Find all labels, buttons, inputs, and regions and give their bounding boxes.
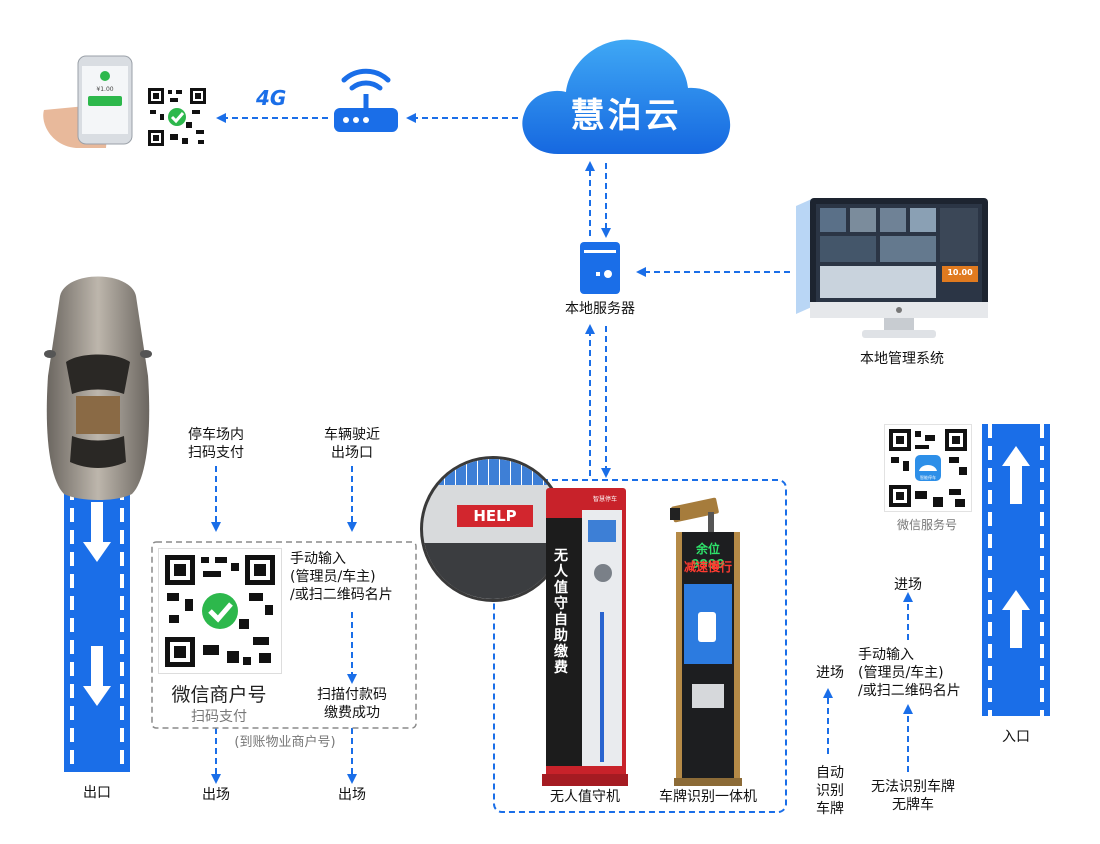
exit-manual-input-label: 手动输入 (管理员/车主) /或扫二维码名片 xyxy=(290,551,393,603)
qr-code-icon xyxy=(146,86,208,148)
camera-icon xyxy=(670,497,719,532)
monitor-icon xyxy=(796,198,988,338)
qr-code-icon xyxy=(889,429,967,507)
entrance-label: 入口 xyxy=(1002,729,1030,745)
exit-label: 出口 xyxy=(83,785,111,801)
flow-near-exit-label: 车辆驶近 出场口 xyxy=(324,427,380,461)
cloud: 慧泊云 xyxy=(518,30,734,158)
entrance-road xyxy=(982,424,1050,716)
server-icon xyxy=(580,242,620,294)
top-qr-code xyxy=(146,86,208,148)
wechat-qr-caption: 微信服务号 xyxy=(896,518,957,532)
car-top-view-icon xyxy=(44,276,152,500)
up-arrow-icons xyxy=(1002,446,1030,648)
kiosk-black-panel xyxy=(546,518,582,766)
cloud-label: 慧泊云 xyxy=(570,96,682,136)
mgmt-label: 本地管理系统 xyxy=(860,351,944,367)
server-label: 本地服务器 xyxy=(565,301,635,317)
unattended-kiosk: 智慧停车 无人值守 自助缴费 xyxy=(542,488,628,788)
local-server xyxy=(578,240,622,296)
exit-road xyxy=(64,486,130,772)
router-icon xyxy=(334,68,398,132)
lane-line-left xyxy=(70,486,74,772)
car xyxy=(36,266,160,502)
flow-in-lot-label: 停车场内 扫码支付 xyxy=(188,427,244,461)
hand-phone-icon xyxy=(43,55,133,148)
help-label: HELP xyxy=(457,505,533,527)
lpr-led-2: 减速慢行 xyxy=(683,560,732,574)
down-arrow-icons xyxy=(83,502,111,706)
monitor-price: 10.00 xyxy=(947,268,973,277)
kiosk-blue-strip xyxy=(600,612,604,762)
lpr-unit: 余位9999 减速慢行 xyxy=(668,488,748,788)
lpr-base xyxy=(674,778,742,786)
lpr-phone-graphic xyxy=(698,612,716,642)
auto-recognize-label: 自动 识别 车牌 xyxy=(816,765,844,817)
lane-line-right xyxy=(1040,424,1044,716)
lane-line-right xyxy=(120,486,124,772)
lpr-label: 车牌识别一体机 xyxy=(659,789,757,805)
phone-in-hand: ¥1.00 xyxy=(36,50,136,150)
wechat-service-qr: 智能停车 xyxy=(884,424,972,512)
exit-out-label-1: 出场 xyxy=(202,787,230,803)
kiosk-base xyxy=(542,774,628,786)
kiosk-brand: 智慧停车 xyxy=(592,496,617,503)
management-monitor: 10.00 xyxy=(792,196,992,344)
entrance-manual-input-label: 手动输入 (管理员/车主) /或扫二维码名片 xyxy=(858,647,961,699)
lane-line-left xyxy=(988,424,992,716)
qr-caption: 微信商户号 xyxy=(171,684,267,706)
kiosk-label: 无人值守机 xyxy=(550,789,620,805)
exit-out-label-2: 出场 xyxy=(338,787,366,803)
device-group-frame xyxy=(493,479,787,813)
kiosk-vertical-text: 无人值守 自助缴费 xyxy=(554,548,568,676)
enter-label-left: 进场 xyxy=(816,665,844,681)
4g-badge: 4G xyxy=(256,86,287,110)
enter-label-top: 进场 xyxy=(894,577,922,593)
scan-paid-label: 扫描付款码 缴费成功 xyxy=(317,687,387,721)
help-button-zoom: HELP xyxy=(420,456,566,602)
phone-amount: ¥1.00 xyxy=(96,86,114,93)
qr-code-icon xyxy=(165,555,275,667)
cloud-icon xyxy=(522,39,731,155)
no-plate-label: 无法识别车牌 无牌车 xyxy=(871,779,955,813)
wechat-qr-badge: 智能停车 xyxy=(920,475,936,480)
zoom-dark-band xyxy=(423,543,563,599)
payment-box-frame xyxy=(151,541,417,729)
merchant-qr-code xyxy=(158,548,282,674)
lpr-led-1: 余位9999 xyxy=(691,542,725,571)
zoom-blue-grid xyxy=(423,459,563,485)
kiosk-camera xyxy=(594,564,612,582)
lpr-grille xyxy=(692,684,724,708)
router xyxy=(330,68,402,136)
qr-sub-caption: 扫码支付 xyxy=(191,709,247,725)
account-note-label: (到账物业商户号) xyxy=(234,735,336,750)
kiosk-screen xyxy=(588,520,616,542)
